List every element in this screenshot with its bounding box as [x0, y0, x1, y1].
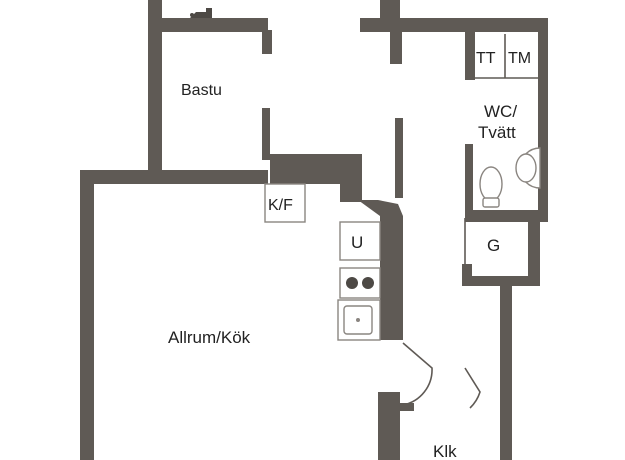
u-cabinet	[339, 221, 381, 261]
sink-icon	[337, 299, 381, 341]
room-label-tvatt: Tvätt	[478, 123, 516, 142]
room-label-allrum: Allrum/Kök	[168, 328, 251, 347]
partitions	[464, 34, 540, 270]
faucet-icon	[190, 8, 212, 18]
kf-cabinet	[264, 183, 306, 223]
stove-icon	[339, 267, 381, 299]
room-label-tt: TT	[476, 50, 496, 67]
room-label-tm: TM	[508, 50, 531, 67]
room-label-kf: K/F	[268, 197, 293, 214]
room-label-bastu: Bastu	[181, 82, 222, 99]
room-label-wc: WC/	[484, 102, 517, 121]
washbasin-icon	[515, 147, 541, 189]
room-label-u: U	[351, 233, 363, 252]
walls	[80, 0, 548, 460]
toilet-icon	[479, 166, 503, 208]
room-label-g: G	[487, 236, 500, 255]
room-label-klk: Klk	[433, 442, 457, 460]
door-swing-icon	[402, 342, 481, 409]
